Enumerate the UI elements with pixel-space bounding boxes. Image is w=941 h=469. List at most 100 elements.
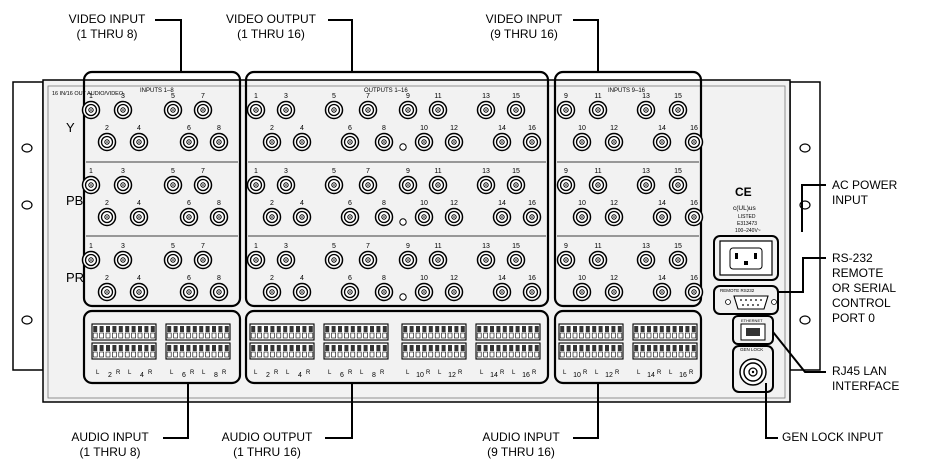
input-bnc-pr[interactable] [588, 250, 608, 270]
output-bnc-pb[interactable] [358, 175, 378, 195]
input-bnc-y[interactable] [81, 100, 101, 120]
output-bnc-y[interactable] [358, 100, 378, 120]
output-bnc-pb[interactable] [414, 207, 434, 227]
output-bnc-y[interactable] [444, 132, 464, 152]
input-bnc-pb[interactable] [129, 207, 149, 227]
input-bnc-y[interactable] [668, 100, 688, 120]
input-bnc-pr[interactable] [179, 282, 199, 302]
output-bnc-pr[interactable] [476, 250, 496, 270]
audio-terminal-block[interactable] [632, 323, 698, 360]
input-bnc-y[interactable] [556, 100, 576, 120]
output-bnc-y[interactable] [324, 100, 344, 120]
audio-terminal-block[interactable] [401, 323, 467, 360]
input-bnc-pb[interactable] [81, 175, 101, 195]
output-bnc-pb[interactable] [374, 207, 394, 227]
output-bnc-pr[interactable] [428, 250, 448, 270]
output-bnc-y[interactable] [428, 100, 448, 120]
audio-terminal-block[interactable] [323, 323, 389, 360]
rj45-port[interactable]: ETHERNET [732, 315, 774, 345]
output-bnc-pr[interactable] [324, 250, 344, 270]
input-bnc-y[interactable] [588, 100, 608, 120]
audio-terminal-block[interactable] [475, 323, 541, 360]
output-bnc-y[interactable] [340, 132, 360, 152]
input-bnc-y[interactable] [97, 132, 117, 152]
input-bnc-y[interactable] [604, 132, 624, 152]
input-bnc-pr[interactable] [81, 250, 101, 270]
input-bnc-pr[interactable] [556, 250, 576, 270]
rs232-port[interactable]: REMOTE RS232 [713, 285, 779, 315]
output-bnc-pr[interactable] [246, 250, 266, 270]
input-bnc-pr[interactable] [604, 282, 624, 302]
input-bnc-y[interactable] [163, 100, 183, 120]
output-bnc-pb[interactable] [324, 175, 344, 195]
input-bnc-pb[interactable] [209, 207, 229, 227]
input-bnc-pb[interactable] [636, 175, 656, 195]
input-bnc-pr[interactable] [652, 282, 672, 302]
output-bnc-y[interactable] [276, 100, 296, 120]
output-bnc-pb[interactable] [262, 207, 282, 227]
input-bnc-pb[interactable] [163, 175, 183, 195]
output-bnc-y[interactable] [492, 132, 512, 152]
input-bnc-pb[interactable] [193, 175, 213, 195]
output-bnc-pb[interactable] [292, 207, 312, 227]
output-bnc-pb[interactable] [476, 175, 496, 195]
output-bnc-pr[interactable] [506, 250, 526, 270]
output-bnc-pr[interactable] [374, 282, 394, 302]
genlock-bnc[interactable] [732, 345, 774, 393]
output-bnc-pr[interactable] [276, 250, 296, 270]
input-bnc-pr[interactable] [193, 250, 213, 270]
input-bnc-pr[interactable] [129, 282, 149, 302]
output-bnc-pb[interactable] [398, 175, 418, 195]
output-bnc-pb[interactable] [492, 207, 512, 227]
output-bnc-pr[interactable] [358, 250, 378, 270]
input-bnc-y[interactable] [209, 132, 229, 152]
output-bnc-y[interactable] [414, 132, 434, 152]
input-bnc-pr[interactable] [684, 282, 704, 302]
output-bnc-y[interactable] [506, 100, 526, 120]
audio-terminal-block[interactable] [165, 323, 231, 360]
output-bnc-pb[interactable] [506, 175, 526, 195]
input-bnc-y[interactable] [179, 132, 199, 152]
audio-terminal-block[interactable] [558, 323, 624, 360]
output-bnc-pr[interactable] [492, 282, 512, 302]
output-bnc-pb[interactable] [428, 175, 448, 195]
input-bnc-pr[interactable] [113, 250, 133, 270]
output-bnc-pr[interactable] [522, 282, 542, 302]
output-bnc-pb[interactable] [276, 175, 296, 195]
output-bnc-pb[interactable] [246, 175, 266, 195]
output-bnc-pr[interactable] [444, 282, 464, 302]
input-bnc-pb[interactable] [668, 175, 688, 195]
input-bnc-pb[interactable] [179, 207, 199, 227]
ac-power-inlet[interactable] [713, 235, 779, 281]
output-bnc-pb[interactable] [444, 207, 464, 227]
input-bnc-pb[interactable] [588, 175, 608, 195]
output-bnc-pr[interactable] [398, 250, 418, 270]
input-bnc-pb[interactable] [684, 207, 704, 227]
input-bnc-y[interactable] [129, 132, 149, 152]
input-bnc-pb[interactable] [556, 175, 576, 195]
output-bnc-y[interactable] [522, 132, 542, 152]
input-bnc-y[interactable] [684, 132, 704, 152]
input-bnc-pb[interactable] [113, 175, 133, 195]
input-bnc-y[interactable] [572, 132, 592, 152]
audio-terminal-block[interactable] [91, 323, 157, 360]
output-bnc-pr[interactable] [340, 282, 360, 302]
input-bnc-pb[interactable] [604, 207, 624, 227]
output-bnc-y[interactable] [398, 100, 418, 120]
output-bnc-y[interactable] [476, 100, 496, 120]
output-bnc-pb[interactable] [522, 207, 542, 227]
input-bnc-y[interactable] [113, 100, 133, 120]
input-bnc-pr[interactable] [572, 282, 592, 302]
input-bnc-pr[interactable] [209, 282, 229, 302]
input-bnc-y[interactable] [636, 100, 656, 120]
input-bnc-pr[interactable] [636, 250, 656, 270]
output-bnc-y[interactable] [262, 132, 282, 152]
output-bnc-y[interactable] [292, 132, 312, 152]
audio-terminal-block[interactable] [249, 323, 315, 360]
input-bnc-pb[interactable] [572, 207, 592, 227]
output-bnc-y[interactable] [374, 132, 394, 152]
input-bnc-pb[interactable] [97, 207, 117, 227]
output-bnc-pr[interactable] [262, 282, 282, 302]
input-bnc-pr[interactable] [97, 282, 117, 302]
input-bnc-pb[interactable] [652, 207, 672, 227]
